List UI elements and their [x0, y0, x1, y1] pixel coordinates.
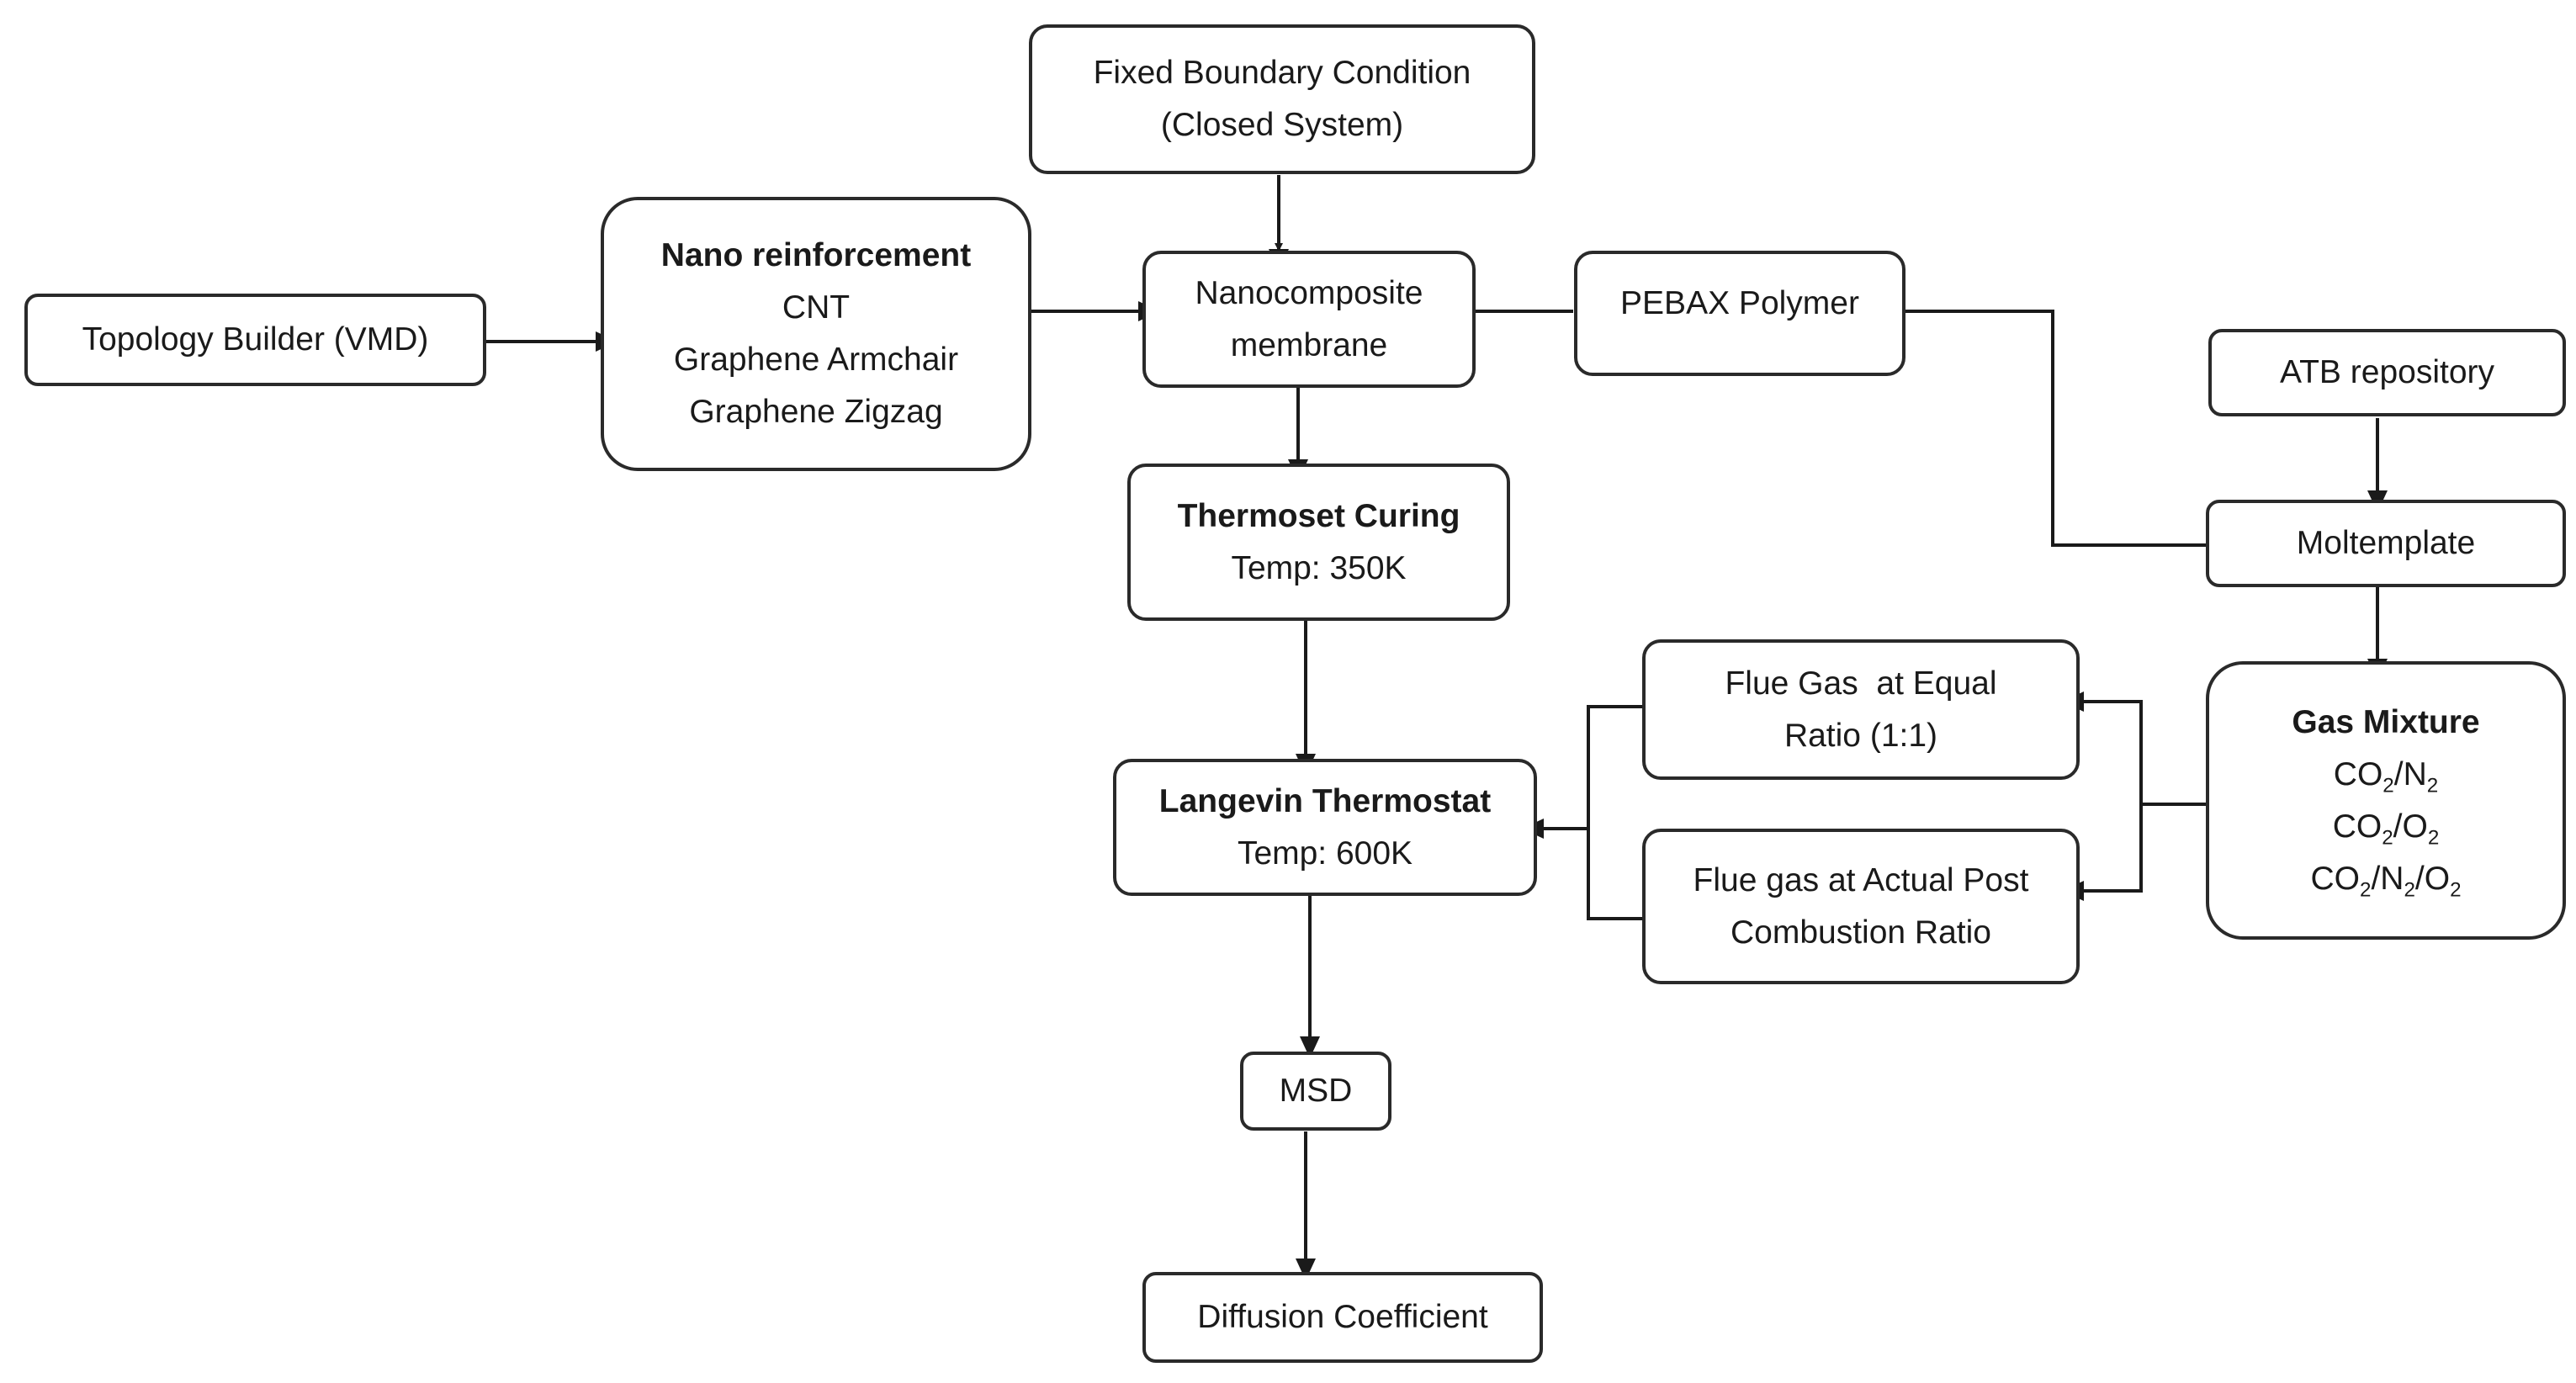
arrow-gas-to-flue-actual	[2082, 804, 2143, 893]
thermoset-curing-temp: Temp: 350K	[1231, 549, 1407, 586]
arrow-gas-to-flue-equal	[2082, 700, 2206, 806]
nano-item-graphene-armchair: Graphene Armchair	[673, 342, 959, 378]
diffusion-coefficient-label: Diffusion Coefficient	[1197, 1299, 1488, 1335]
flue-gas-equal-line2: Ratio (1:1)	[1784, 717, 1938, 754]
pebax-polymer-label: PEBAX Polymer	[1620, 285, 1859, 321]
nanocomposite-line1: Nanocomposite	[1195, 274, 1423, 311]
thermoset-curing-title: Thermoset Curing	[1177, 497, 1460, 534]
gas-mixture-item: CO2/O2	[2332, 808, 2440, 849]
gas-mixture-title: Gas Mixture	[2292, 703, 2480, 740]
fixed-boundary-condition-box: Fixed Boundary Condition (Closed System)	[1029, 24, 1535, 174]
nano-reinforcement-title: Nano reinforcement	[660, 237, 972, 273]
arrowhead	[1296, 1258, 1316, 1280]
nanocomposite-line2: membrane	[1230, 326, 1388, 363]
fixed-boundary-line2: (Closed System)	[1160, 107, 1404, 143]
flue-gas-actual-line1: Flue gas at Actual Post	[1693, 861, 2029, 898]
moltemplate-box: Moltemplate	[2206, 500, 2566, 587]
topology-builder-label: Topology Builder (VMD)	[82, 321, 429, 358]
flue-gas-actual-line2: Combustion Ratio	[1731, 914, 1991, 951]
arrow-moltemplate-to-pebax	[1904, 310, 2206, 547]
moltemplate-label: Moltemplate	[2296, 525, 2476, 561]
arrowhead	[1300, 1036, 1320, 1058]
atb-repository-label: ATB repository	[2279, 354, 2495, 390]
msd-label: MSD	[1279, 1073, 1353, 1109]
langevin-thermostat-box: Langevin Thermostat Temp: 600K	[1113, 759, 1537, 896]
flue-gas-equal-line1: Flue Gas at Equal	[1725, 665, 1997, 702]
atb-repository-box: ATB repository	[2208, 329, 2566, 416]
gas-mixture-item: CO2/N2	[2333, 755, 2439, 797]
langevin-thermostat-temp: Temp: 600K	[1237, 835, 1413, 872]
pebax-polymer-box: PEBAX Polymer	[1574, 251, 1905, 376]
nano-reinforcement-box: Nano reinforcement CNT Graphene Armchair…	[601, 197, 1031, 471]
fixed-boundary-line1: Fixed Boundary Condition	[1093, 55, 1471, 91]
msd-box: MSD	[1240, 1052, 1391, 1131]
nano-item-graphene-zigzag: Graphene Zigzag	[689, 394, 943, 430]
langevin-thermostat-title: Langevin Thermostat	[1158, 782, 1492, 819]
topology-builder-box: Topology Builder (VMD)	[24, 294, 486, 386]
gas-mixture-box: Gas Mixture CO2/N2 CO2/O2 CO2/N2/O2	[2206, 661, 2566, 940]
gas-mixture-item: CO2/N2/O2	[2310, 860, 2462, 901]
flue-gas-equal-ratio-box: Flue Gas at Equal Ratio (1:1)	[1642, 639, 2080, 780]
diffusion-coefficient-box: Diffusion Coefficient	[1142, 1272, 1543, 1363]
thermoset-curing-box: Thermoset Curing Temp: 350K	[1127, 464, 1510, 621]
nano-item-cnt: CNT	[782, 289, 851, 326]
flue-gas-actual-ratio-box: Flue gas at Actual Post Combustion Ratio	[1642, 829, 2080, 984]
arrow-flue-equal-to-langevin	[1587, 705, 1642, 920]
nanocomposite-membrane-box: Nanocomposite membrane	[1142, 251, 1476, 388]
